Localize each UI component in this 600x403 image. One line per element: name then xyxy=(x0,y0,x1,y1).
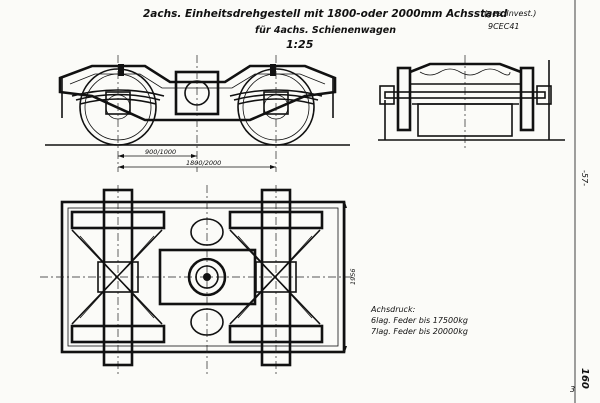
wheelbase-dimension: 1800/2000 xyxy=(186,159,221,167)
end-elevation-view xyxy=(378,55,565,150)
title-code: 9CEC41 xyxy=(488,22,520,31)
drawing-scale: 1:25 xyxy=(286,38,314,51)
axle-load-heading: Achsdruck: xyxy=(370,305,416,314)
side-margin-mark: -57- xyxy=(580,170,589,186)
drawing-title: 2achs. Einheitsdrehgestell mit 1800-oder… xyxy=(143,8,508,20)
width-dimension: 1956 xyxy=(349,268,357,285)
axle-load-line-1: 6lag. Feder bis 17500kg xyxy=(371,316,468,325)
page-number: 160 xyxy=(579,368,590,389)
side-elevation-view: 900/1000 1800/2000 xyxy=(45,55,350,172)
corner-mark: 3 xyxy=(570,385,575,394)
plan-view: 1956 xyxy=(40,185,357,375)
axle-load-line-2: 7lag. Feder bis 20000kg xyxy=(371,327,468,336)
half-wheelbase-dimension: 900/1000 xyxy=(145,148,176,156)
drawing-subtitle: für 4achs. Schienenwagen xyxy=(255,25,396,36)
title-bracket-note: (ges. Invest.) xyxy=(484,9,536,18)
